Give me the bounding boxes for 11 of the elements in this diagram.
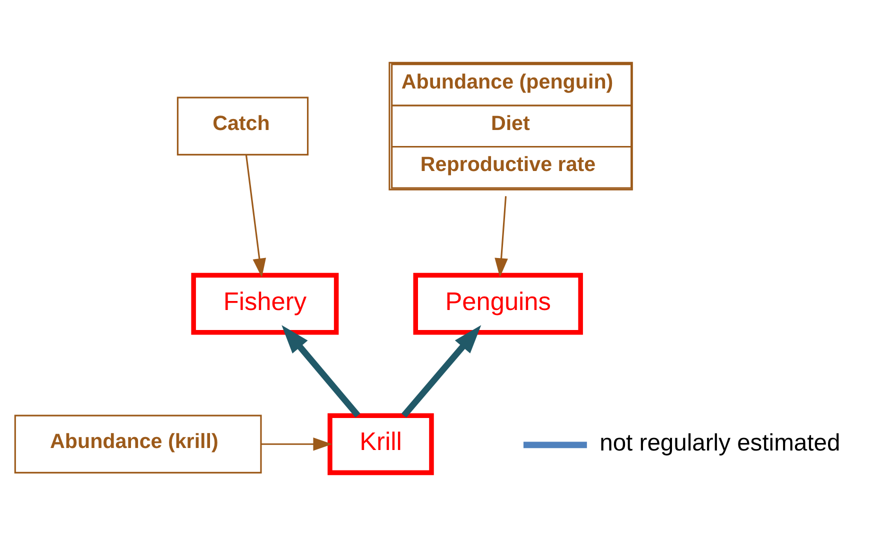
node-box: Catch xyxy=(176,96,309,156)
node-box: Abundance (krill) xyxy=(14,414,262,474)
arrow xyxy=(401,325,482,418)
legend-label: not regularly estimated xyxy=(600,429,840,456)
arrow xyxy=(245,154,266,278)
node-box: Fishery xyxy=(191,272,339,335)
arrow xyxy=(494,196,508,278)
node-box: Penguins xyxy=(413,272,583,335)
arrow xyxy=(282,325,360,418)
arrow xyxy=(261,437,332,451)
node-box: Krill xyxy=(328,413,434,476)
